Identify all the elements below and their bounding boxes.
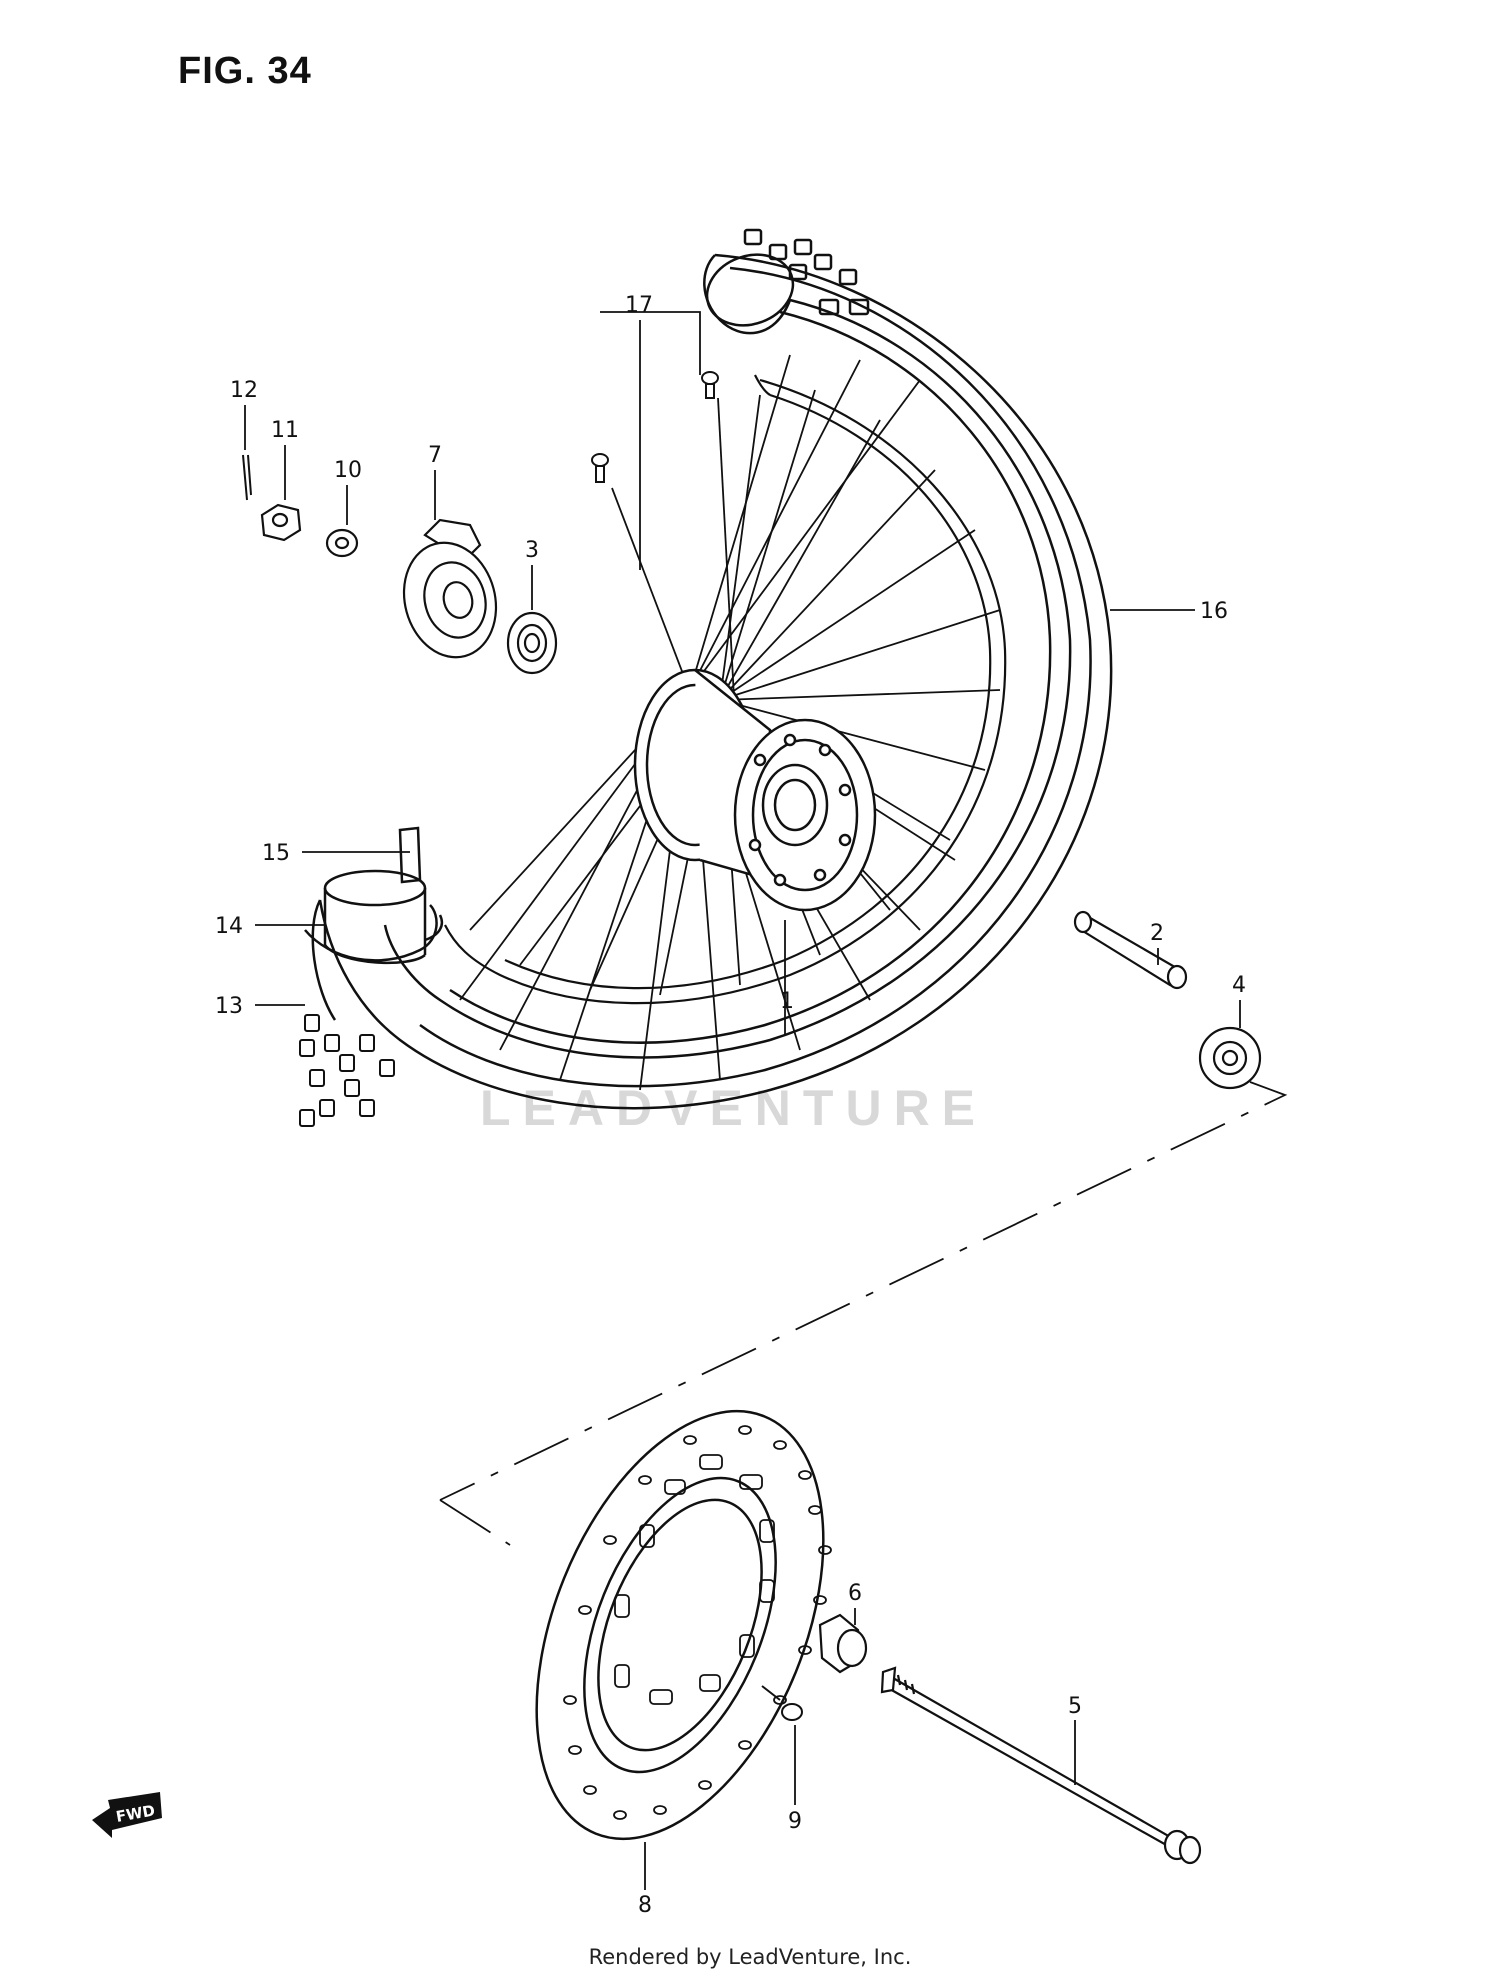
callout-5[interactable]: 5	[1068, 1694, 1082, 1719]
callout-16[interactable]: 16	[1200, 599, 1228, 624]
inner-tube[interactable]	[323, 869, 444, 965]
bearing-left[interactable]	[506, 611, 558, 675]
rim-band[interactable]	[398, 826, 422, 884]
axle-spacer[interactable]	[1073, 910, 1188, 990]
footer-credit: Rendered by LeadVenture, Inc.	[588, 1945, 912, 1969]
callout-7[interactable]: 7	[428, 443, 442, 468]
axle-collar[interactable]	[818, 1613, 868, 1674]
front-axle[interactable]	[880, 1666, 1202, 1865]
tire[interactable]	[304, 228, 1113, 1110]
alignment-lines	[439, 1081, 1288, 1546]
cotter-pin[interactable]	[242, 454, 252, 501]
castle-nut[interactable]	[260, 503, 302, 542]
brake-disc-holes	[563, 1425, 832, 1820]
callout-13[interactable]: 13	[215, 994, 243, 1019]
watermark-text: LEADVENTURE	[480, 1080, 987, 1136]
rim[interactable]	[444, 374, 1007, 1005]
forward-arrow-icon: FWD	[92, 1792, 162, 1838]
tire-knobs-left	[299, 1014, 395, 1127]
speedometer-gearbox[interactable]	[392, 518, 509, 668]
bearing-right[interactable]	[1198, 1026, 1262, 1090]
callout-17[interactable]: 17	[625, 293, 653, 318]
disc-bolt[interactable]	[761, 1685, 803, 1721]
callout-leaders	[244, 311, 1241, 1890]
callout-6[interactable]: 6	[848, 1581, 862, 1606]
callout-3[interactable]: 3	[525, 538, 539, 563]
figure-title: FIG. 34	[178, 50, 312, 92]
callout-15[interactable]: 15	[262, 841, 290, 866]
callout-1[interactable]: 1	[780, 989, 794, 1014]
callout-9[interactable]: 9	[788, 1809, 802, 1834]
washer[interactable]	[325, 528, 359, 558]
wheel-hub[interactable]	[633, 668, 877, 912]
callout-10[interactable]: 10	[334, 458, 362, 483]
callout-8[interactable]: 8	[638, 1893, 652, 1918]
callout-14[interactable]: 14	[215, 914, 243, 939]
callout-11[interactable]: 11	[271, 418, 299, 443]
callout-4[interactable]: 4	[1232, 973, 1246, 998]
callout-2[interactable]: 2	[1150, 921, 1164, 946]
spoke-nipples	[591, 371, 719, 483]
callout-12[interactable]: 12	[230, 378, 258, 403]
